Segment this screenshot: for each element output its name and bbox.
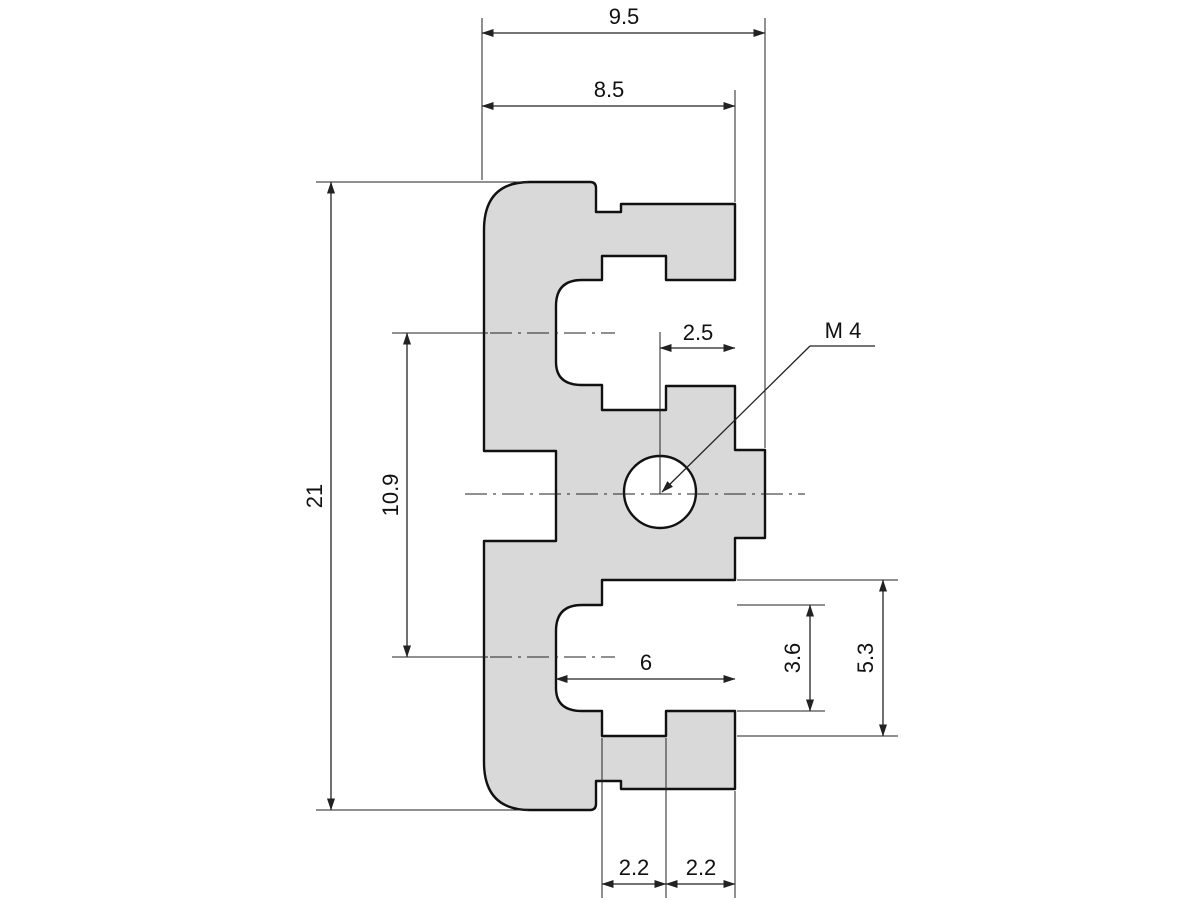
dimension-width-overall: 9.5 — [481, 4, 766, 448]
dimension-slot-depth-label: 6 — [640, 650, 652, 675]
dimension-lip-right-label: 2.2 — [686, 855, 717, 880]
dimension-slot-height: 5.3 — [737, 579, 898, 737]
center-lines — [465, 332, 805, 658]
dimension-slot-pitch-label: 10.9 — [378, 474, 403, 517]
dimension-lip-widths: 2.2 2.2 — [601, 738, 736, 898]
dimension-slot-opening-label: 3.6 — [780, 643, 805, 674]
dimension-slot-pitch: 10.9 — [378, 332, 488, 658]
thread-callout: M 4 — [661, 318, 875, 493]
dimension-width-body-label: 8.5 — [594, 77, 625, 102]
dimension-slot-opening: 3.6 — [737, 604, 825, 712]
dimension-height-overall: 21 — [302, 181, 528, 811]
dimension-width-overall-label: 9.5 — [609, 4, 640, 29]
dimension-height-overall-label: 21 — [302, 484, 327, 508]
dimension-lip-left-label: 2.2 — [619, 855, 650, 880]
dimension-hole-offset-label: 2.5 — [683, 320, 714, 345]
dimension-slot-height-label: 5.3 — [853, 643, 878, 674]
dimension-width-body: 8.5 — [481, 77, 736, 202]
dimension-hole-offset: 2.5 — [659, 320, 736, 494]
dimension-slot-depth: 6 — [555, 650, 736, 683]
thread-callout-label: M 4 — [825, 318, 862, 343]
